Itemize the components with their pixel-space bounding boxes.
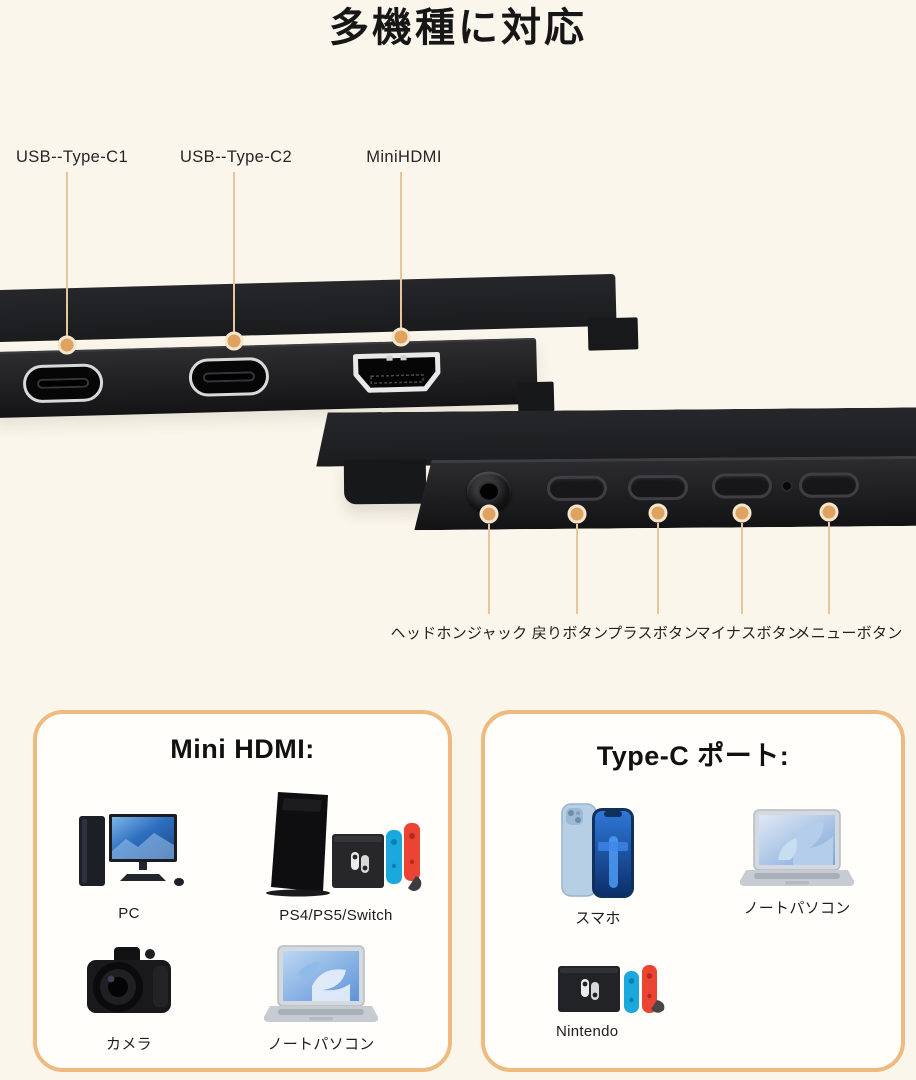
callout-dot — [567, 504, 587, 524]
monitor-corner-step — [587, 317, 639, 351]
button-label-headphone-jack: ヘッドホンジャック — [390, 625, 528, 642]
port-label-usb-c1: USB--Type-C1 — [15, 148, 129, 166]
box-title-mini-hdmi: Mini HDMI: — [170, 734, 315, 764]
callout-dot — [648, 503, 668, 523]
smartphone-icon — [561, 803, 634, 898]
page-title: 多機種に対応 — [329, 6, 587, 50]
leader-line — [66, 172, 68, 336]
monitor-back-edge — [0, 273, 617, 343]
callout-dot — [391, 327, 411, 347]
callout-dot — [479, 504, 499, 524]
compat-item-label: スマホ — [575, 910, 621, 927]
type-c-compat-box: Type-C ポート: — [481, 710, 905, 1072]
indicator-led — [783, 482, 791, 490]
mini-hdmi-port-icon — [352, 351, 441, 393]
usb-c-slot — [202, 371, 256, 383]
nintendo-switch-icon — [558, 965, 665, 1013]
compat-item-laptop-c: ノートパソコン — [738, 808, 856, 918]
callout-dot — [819, 502, 839, 522]
compat-item-label: ノートパソコン — [267, 1036, 375, 1053]
monitor-port-edge — [0, 337, 538, 419]
port-label-usb-c2: USB--Type-C2 — [179, 148, 293, 166]
back-button-icon — [547, 476, 607, 502]
compat-item-consoles: PS4/PS5/Switch — [248, 790, 424, 924]
laptop-icon — [263, 945, 379, 1022]
compat-item-label: PS4/PS5/Switch — [279, 907, 393, 924]
compat-item-label: PC — [118, 905, 140, 922]
callout-dot — [732, 503, 752, 523]
usb-c-port-icon — [188, 356, 270, 397]
monitor-hinge-step — [343, 459, 427, 505]
laptop-icon — [739, 809, 855, 886]
compat-item-label: カメラ — [106, 1036, 152, 1053]
menu-button-icon — [799, 472, 859, 498]
button-label-minus: マイナスボタン — [695, 625, 803, 642]
leader-line — [488, 524, 490, 614]
compat-item-label: ノートパソコン — [743, 900, 851, 917]
minus-button-icon — [712, 473, 772, 499]
leader-line — [828, 522, 830, 614]
leader-line — [400, 172, 402, 328]
compat-item-camera: カメラ — [80, 942, 178, 1054]
game-consoles-icon — [266, 792, 422, 897]
camera-icon — [87, 947, 171, 1013]
plus-button-icon — [628, 475, 688, 501]
usb-c-port-icon — [22, 363, 104, 404]
callout-dot — [224, 331, 244, 351]
monitor-corner-step — [517, 381, 555, 413]
compat-item-pc: PC — [70, 806, 188, 922]
callout-dot — [57, 335, 77, 355]
leader-line — [576, 524, 578, 614]
desktop-pc-icon — [79, 814, 184, 886]
compat-item-label: Nintendo — [556, 1023, 619, 1040]
compat-item-nintendo: Nintendo — [554, 962, 676, 1040]
compat-item-laptop: ノートパソコン — [262, 944, 380, 1054]
button-label-plus: プラスボタン — [607, 625, 699, 642]
button-label-menu: メニューボタン — [795, 625, 903, 642]
leader-line — [233, 172, 235, 332]
button-label-back: 戻りボタン — [531, 625, 609, 642]
port-label-mini-hdmi: MiniHDMI — [366, 148, 442, 166]
leader-line — [657, 523, 659, 614]
box-title-type-c: Type-C ポート: — [596, 741, 790, 771]
usb-c-slot — [36, 377, 90, 389]
leader-line — [741, 523, 743, 614]
compat-item-smartphone: スマホ — [556, 802, 640, 928]
